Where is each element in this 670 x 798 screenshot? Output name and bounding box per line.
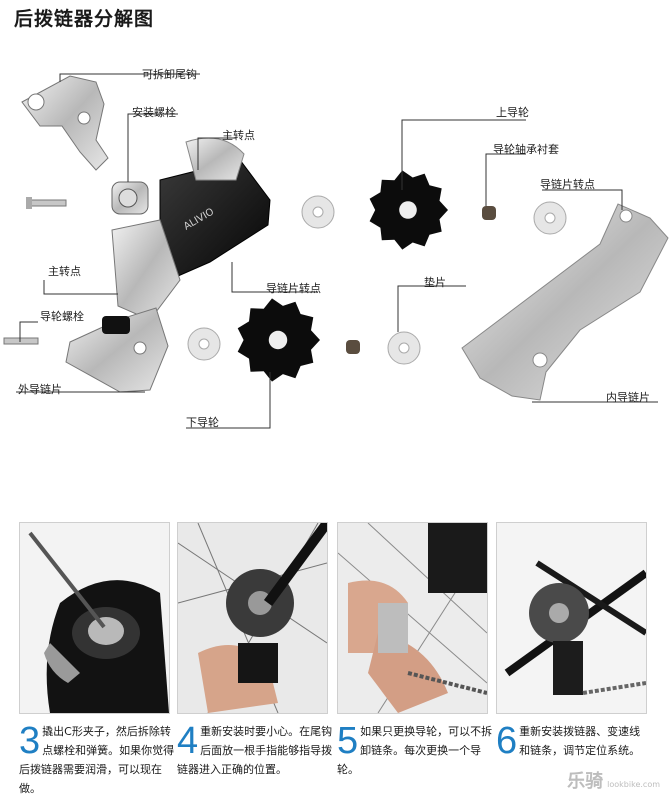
label-washer: 垫片 xyxy=(424,276,446,289)
step-caption-5: 5 如果只更换导轮，可以不拆卸链条。每次更换一个导轮。 xyxy=(337,722,493,779)
hanger-part xyxy=(21,75,109,171)
bushing-part xyxy=(346,340,360,354)
label-cage-pivot-right: 导链片转点 xyxy=(540,178,595,191)
label-pulley-bushing: 导轮轴承衬套 xyxy=(493,143,559,156)
label-main-pivot-top: 主转点 xyxy=(222,129,255,142)
step-photo-5 xyxy=(337,522,488,714)
step-number: 5 xyxy=(337,720,359,762)
step-photo-4 xyxy=(177,522,328,714)
screw-part xyxy=(29,199,67,207)
washer-part xyxy=(533,201,567,235)
step-number: 4 xyxy=(177,720,199,762)
lower-pulley-part xyxy=(237,298,320,382)
step-text: 重新安装时要小心。在尾钩后面放一根手指能够指导拨链器进入正确的位置。 xyxy=(177,725,333,776)
label-removable-hanger: 可拆卸尾钩 xyxy=(142,68,197,81)
step-caption-4: 4 重新安装时要小心。在尾钩后面放一根手指能够指导拨链器进入正确的位置。 xyxy=(177,722,333,779)
step-text: 撬出C形夹子，然后拆除转点螺栓和弹簧。如果你觉得后拨链器需要润滑，可以现在做。 xyxy=(19,725,175,795)
washer-part xyxy=(301,195,335,229)
watermark-sub: lookbike.com xyxy=(607,780,660,789)
step-caption-3: 3 撬出C形夹子，然后拆除转点螺栓和弹簧。如果你觉得后拨链器需要润滑，可以现在做… xyxy=(19,722,175,798)
label-inner-cage: 内导链片 xyxy=(606,391,650,404)
label-main-pivot-left: 主转点 xyxy=(48,265,81,278)
washer-part xyxy=(187,327,221,361)
label-cage-pivot-center: 导链片转点 xyxy=(266,282,321,295)
step-photo-3 xyxy=(19,522,170,714)
pulley-bolt-part xyxy=(3,337,39,345)
label-mount-bolt: 安装螺栓 xyxy=(132,106,176,119)
label-lower-pulley: 下导轮 xyxy=(186,416,219,429)
step-photo-6 xyxy=(496,522,647,714)
bushing-part xyxy=(482,206,496,220)
step-caption-6: 6 重新安装拨链器、变速线和链条，调节定位系统。 xyxy=(496,722,646,760)
page-title: 后拨链器分解图 xyxy=(14,8,155,30)
label-upper-pulley: 上导轮 xyxy=(496,106,529,119)
step-text: 重新安装拨链器、变速线和链条，调节定位系统。 xyxy=(519,725,641,757)
step-number: 3 xyxy=(19,720,41,762)
derailleur-exploded-diagram: ALIVIO xyxy=(3,73,669,429)
upper-pulley-part xyxy=(369,170,448,250)
step-text: 如果只更换导轮，可以不拆卸链条。每次更换一个导轮。 xyxy=(337,725,493,776)
step-number: 6 xyxy=(496,720,518,762)
label-pulley-bolt: 导轮螺栓 xyxy=(40,310,84,323)
washer-part xyxy=(387,331,421,365)
inner-cage-part xyxy=(461,203,669,401)
watermark-main: 乐骑 xyxy=(567,771,604,792)
label-outer-cage: 外导链片 xyxy=(18,383,62,396)
